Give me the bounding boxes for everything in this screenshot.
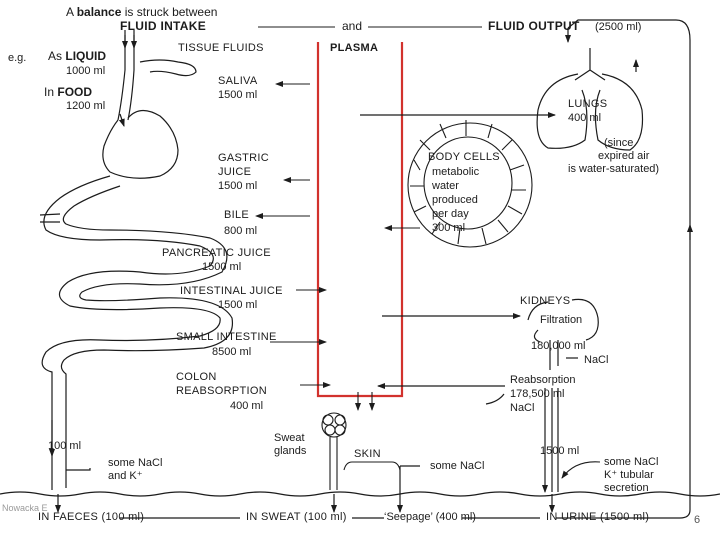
output-faeces: IN FAECES (100 ml) [38,511,145,523]
saliva-label: SALIVA [218,75,258,87]
filtration-ml: 180,000 ml [531,340,586,352]
skin-label: SKIN [354,448,381,460]
lungs-drawing [536,48,644,151]
fluid-output-amount: (2500 ml) [595,21,642,33]
reabsorption-arrows [270,287,331,388]
body-cells-drawing [407,120,533,248]
tissue-fluids-heading: TISSUE FLUIDS [178,42,264,54]
pancreatic-label: PANCREATIC JUICE [162,247,271,259]
sweat-glands-label-1: Sweat [274,432,305,444]
skin-bracket [343,461,401,471]
intestinal-label: INTESTINAL JUICE [180,285,283,297]
intestinal-ml: 1500 ml [218,299,258,311]
plasma-compartment [316,42,404,398]
colon-ml: 400 ml [230,400,264,412]
gastric-ml: 1500 ml [218,180,258,192]
bile-label: BILE [224,209,250,221]
kidney-tubule [542,340,578,493]
reabsorption-nacl: NaCl [510,402,535,414]
output-loop [556,19,693,519]
output-sweat: IN SWEAT (100 ml) [246,511,347,523]
bile-ml: 800 ml [224,225,258,237]
seepage-salt: some NaCl [430,460,485,472]
intake-liquid: As LIQUID [48,49,107,63]
page-number: 6 [694,514,701,526]
intake-eg: e.g. [8,52,27,64]
output-urine: IN URINE (1500 ml) [546,511,650,523]
lungs-note-2: expired air [598,150,650,162]
watermark: Nowacka E [2,503,48,513]
lungs-label: LUNGS [568,98,608,110]
output-seepage: ‘Seepage’ (400 ml) [384,511,476,523]
digestive-tract [39,30,234,490]
secretion-arrows [255,81,310,219]
header-and: and [342,19,363,33]
plasma-heading: PLASMA [330,42,379,54]
intake-food-ml: 1200 ml [66,100,106,112]
fluid-output-title: FLUID OUTPUT [488,19,580,33]
body-cells-label: BODY CELLS [428,151,500,163]
reabsorption-ml: 178,500 ml [510,388,565,400]
lungs-ml: 400 ml [568,112,602,124]
urine-salts-1: some NaCl [604,456,659,468]
urine-salts-3: secretion [604,482,649,494]
fluid-intake-title: FLUID INTAKE [120,19,207,33]
colon-label-2: REABSORPTION [176,385,268,397]
sweat-glands-label-2: glands [274,445,307,457]
kidney-drawing [527,298,599,343]
reabsorption-label: Reabsorption [510,374,576,386]
intake-liquid-ml: 1000 ml [66,65,106,77]
filtration-nacl: NaCl [584,354,609,366]
faeces-salts-1: some NaCl [108,457,163,469]
intake-food: In FOOD [44,85,93,99]
body-cells-ml: 300 ml [432,222,466,234]
bottom-outputs [55,465,555,519]
faeces-ml: 100 ml [48,440,82,452]
tubular-secretion-arrow [561,461,601,479]
filtration-label: Filtration [540,314,583,326]
kidney-reabsorption-arrow [377,383,505,405]
urine-salts-2: K⁺ tubular [604,469,654,481]
urine-ml: 1500 ml [540,445,580,457]
sweat-gland [321,412,347,490]
faeces-salts-2: and K⁺ [108,470,143,482]
lungs-note-1: (since [604,137,634,149]
saliva-ml: 1500 ml [218,89,258,101]
skin-line [0,491,720,497]
body-cells-l2: water [432,180,459,192]
body-cells-l4: per day [432,208,469,220]
plasma-down-arrows [355,392,375,411]
pancreatic-ml: 1500 ml [202,261,242,273]
gastric-label: GASTRIC [218,152,269,164]
small-intestine-ml: 8500 ml [212,346,252,358]
header-prefix: A balance is struck between [66,5,218,19]
small-intestine-label: SMALL INTESTINE [176,331,277,343]
lungs-note-3: is water-saturated) [568,163,660,175]
body-cells-l3: produced [432,194,478,206]
kidneys-label: KIDNEYS [520,295,571,307]
colon-label: COLON [176,371,217,383]
gastric-label-2: JUICE [218,166,252,178]
body-cells-l1: metabolic [432,166,480,178]
